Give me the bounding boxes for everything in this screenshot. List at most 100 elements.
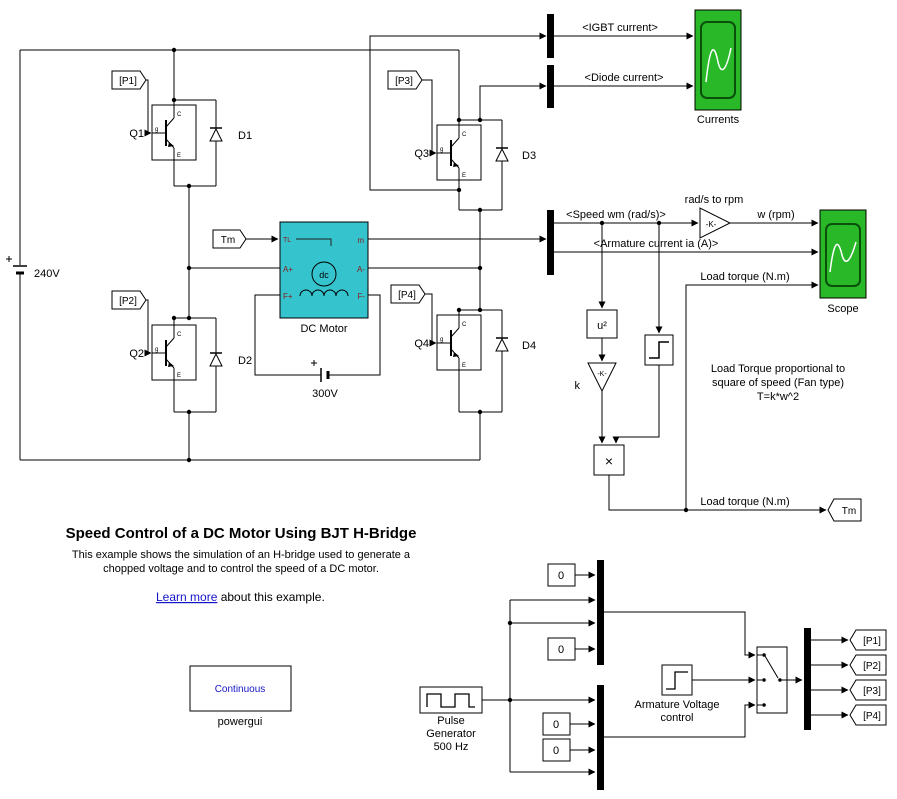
block-label: Scope	[827, 303, 858, 315]
tag-label: Tm	[221, 235, 235, 246]
goto-tag-p2[interactable]: [P2]	[849, 654, 887, 676]
mux-bottom[interactable]	[597, 685, 604, 790]
dc-motor-block[interactable]: TL m dc A+ A- F+ F- DC Motor	[279, 221, 369, 335]
annotation-line: square of speed (Fan type)	[712, 377, 844, 389]
block-label: 500 Hz	[434, 741, 469, 753]
junction-dot	[456, 187, 462, 193]
from-tag-p4[interactable]: [P4]	[390, 284, 426, 304]
constant-4-block[interactable]: 0	[542, 738, 571, 762]
transistor-q3-block[interactable]: Q3	[414, 124, 482, 181]
block-body	[547, 563, 576, 587]
motor-dc-circle-icon	[311, 261, 337, 287]
transistor-q1-block[interactable]: Q1	[129, 104, 197, 161]
junction-dot	[477, 265, 483, 271]
from-tag-tm[interactable]: Tm	[212, 229, 247, 249]
scope-block[interactable]: Scope	[819, 209, 867, 315]
tag-label: [P3]	[395, 76, 413, 87]
switch-port-icon	[778, 678, 782, 682]
product-symbol: ×	[605, 453, 613, 469]
powergui-block[interactable]: Continuous powergui	[189, 665, 292, 728]
junction-dot	[507, 620, 513, 626]
goto-tag-tm[interactable]: Tm	[827, 498, 862, 522]
block-label: D2	[238, 355, 252, 367]
from-tag-p1[interactable]: [P1]	[111, 70, 147, 90]
transistor-q4-block[interactable]: Q4	[414, 314, 482, 371]
signal-label-diode-current: <Diode current>	[585, 72, 664, 84]
motor-winding-icon	[299, 289, 349, 297]
junction-dot	[477, 307, 483, 313]
goto-tag-p3[interactable]: [P3]	[849, 679, 887, 701]
diode-d1-block[interactable]: D1	[209, 127, 252, 142]
tag-shape	[849, 629, 887, 651]
tag-shape	[849, 654, 887, 676]
scope-trace-icon	[705, 47, 732, 83]
switch-block[interactable]	[756, 646, 788, 714]
diode-d2-block[interactable]: D2	[209, 352, 252, 367]
armature-voltage-control-block[interactable]: Armature Voltage control	[635, 664, 720, 724]
diode-icon	[495, 337, 509, 352]
product-block[interactable]: ×	[593, 444, 625, 476]
signal-wire	[144, 299, 152, 357]
transistor-q2-block[interactable]: Q2	[129, 324, 197, 381]
bus-selector-igbt[interactable]	[547, 14, 554, 58]
tag-label: [P4]	[863, 711, 881, 722]
mux-top[interactable]	[597, 560, 604, 665]
junction-dot	[683, 507, 689, 513]
pulse-generator-block[interactable]: Pulse Generator 500 Hz	[419, 686, 483, 753]
dc-source-300v-block[interactable]: 300V	[311, 360, 339, 400]
constant-3-block[interactable]: 0	[542, 712, 571, 736]
bus-selector-diode[interactable]	[547, 65, 554, 108]
gain-k-block[interactable]: -K- k	[575, 362, 617, 393]
block-body	[586, 309, 618, 339]
from-tag-p3[interactable]: [P3]	[387, 70, 423, 90]
junction-dot	[186, 183, 192, 189]
constant-2-block[interactable]: 0	[547, 637, 576, 661]
block-label: D1	[238, 130, 252, 142]
currents-scope-block[interactable]: Currents	[694, 9, 742, 126]
switch-port-icon	[762, 653, 766, 657]
tag-shape	[390, 284, 426, 304]
bus-selector-motor[interactable]	[547, 210, 554, 275]
from-tag-p2[interactable]: [P2]	[111, 290, 147, 310]
learn-more-line: Learn more about this example.	[156, 590, 325, 604]
block-label: control	[660, 712, 693, 724]
motor-shaft-icon	[296, 238, 332, 246]
signal-wire	[608, 475, 827, 514]
signal-label-armature-current: <Armature current ia (A)>	[594, 238, 719, 250]
goto-tag-p1[interactable]: [P1]	[849, 629, 887, 651]
sign-block[interactable]	[644, 334, 674, 366]
gain-rads-to-rpm-block[interactable]: -K- rad/s to rpm	[685, 194, 744, 239]
gain-value: -K-	[706, 220, 717, 229]
signal-wire	[612, 365, 660, 444]
tag-shape	[111, 70, 147, 90]
plus-icon	[311, 360, 317, 366]
tag-shape	[212, 229, 247, 249]
demux-gates[interactable]	[804, 628, 811, 730]
constant-value: 0	[553, 745, 559, 757]
goto-tag-p4[interactable]: [P4]	[849, 704, 887, 726]
tag-shape	[387, 70, 423, 90]
learn-more-link[interactable]: Learn more	[156, 590, 218, 604]
dc-source-240v-block[interactable]: 240V	[6, 256, 60, 280]
signal-label-speed-wm: <Speed wm (rad/s)>	[566, 209, 666, 221]
math-square-block[interactable]: u²	[586, 309, 618, 339]
block-label: Q3	[414, 148, 429, 160]
block-label: rad/s to rpm	[685, 194, 744, 206]
constant-1-block[interactable]: 0	[547, 563, 576, 587]
transistor-icon	[436, 314, 482, 371]
step-icon	[666, 671, 688, 690]
gain-value: -K-	[597, 371, 607, 378]
tag-shape	[849, 679, 887, 701]
block-label: Currents	[697, 114, 740, 126]
block-label: Q2	[129, 348, 144, 360]
diode-d4-block[interactable]: D4	[495, 337, 536, 352]
tag-label: [P2]	[863, 661, 881, 672]
diode-d3-block[interactable]: D3	[495, 147, 536, 162]
load-torque-annotation: Load Torque proportional to square of sp…	[711, 363, 845, 403]
block-label: powergui	[218, 716, 263, 728]
block-label: Generator	[426, 728, 476, 740]
switch-port-icon	[762, 703, 766, 707]
junction-dot	[507, 697, 513, 703]
tag-label: [P1]	[119, 76, 137, 87]
